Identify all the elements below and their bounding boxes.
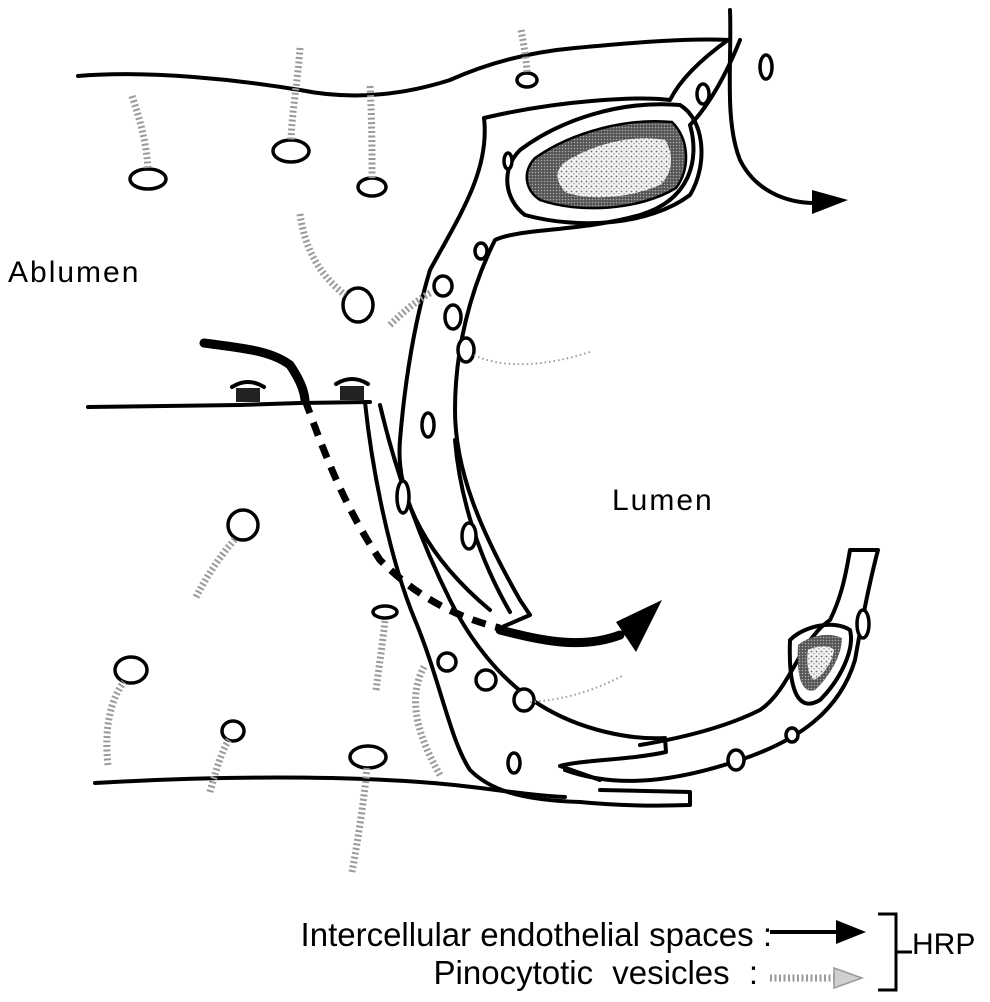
legend-solid-arrow-head [836,920,866,944]
legend-intercellular-label: Intercellular endothelial spaces : [301,916,772,954]
vesicle [760,55,772,79]
middle-membrane-line [88,402,370,407]
vesicle [373,606,397,618]
vesicle [504,153,512,169]
junction-cap-right [336,379,368,384]
pinocytotic-path [291,48,300,140]
junction-plaque-left [236,388,260,402]
vesicle [508,753,520,773]
vesicle [273,140,309,162]
upper-nucleus [507,104,701,223]
vesicle [397,481,409,513]
upper-endothelial-cell [400,40,740,628]
vesicle [350,746,386,768]
vesicle [343,288,373,322]
vesicle [228,510,258,540]
pinocytotic-path [210,740,229,792]
vesicle [458,338,474,362]
vesicle [786,728,798,742]
pinocytotic-path [300,214,345,295]
vesicle [434,276,452,296]
vesicle [475,243,487,259]
pinocytotic-path [474,352,590,364]
vesicle [130,169,166,189]
vesicle [697,84,709,104]
vesicle [857,610,869,638]
legend-dotted-arrow-head [834,968,862,988]
ablumen-label: Ablumen [8,256,140,290]
vesicle [222,721,244,741]
pinocytotic-path [376,620,385,690]
vesicle [517,73,537,87]
intercellular-paths [204,10,848,652]
intercellular-arrowhead-lower [616,600,662,652]
vesicle [462,523,476,549]
pinocytotic-path [196,538,236,597]
intercellular-path-exit [500,630,620,643]
intercellular-arrowhead-upper [812,190,848,214]
vesicle [438,653,456,671]
vesicle [115,657,147,683]
pinocytotic-path [521,30,527,72]
pinocytotic-path [370,86,372,178]
pinocytotic-path [390,292,432,325]
legend-pinocytotic-label: Pinocytotic vesicles : [434,954,758,992]
upper-membrane-line [78,39,728,95]
pinocytotic-path [132,96,148,168]
vesicle [514,689,534,711]
pinocytotic-path [530,676,622,702]
legend-glyphs [770,914,912,990]
legend-hrp-label: HRP [912,928,975,962]
lumen-label: Lumen [612,484,714,518]
vesicle [476,670,496,690]
vesicle [422,413,434,437]
intercellular-path-upper [730,10,815,203]
junction-plaque-right [340,386,364,400]
vesicle [445,305,461,329]
vesicle [728,750,744,770]
lower-cell-inner-edge [380,405,666,780]
legend-bracket [878,914,912,990]
pinocytotic-path [352,768,367,872]
junction-cap-left [232,382,264,387]
vesicle [358,178,386,196]
pinocytotic-path [107,682,124,765]
